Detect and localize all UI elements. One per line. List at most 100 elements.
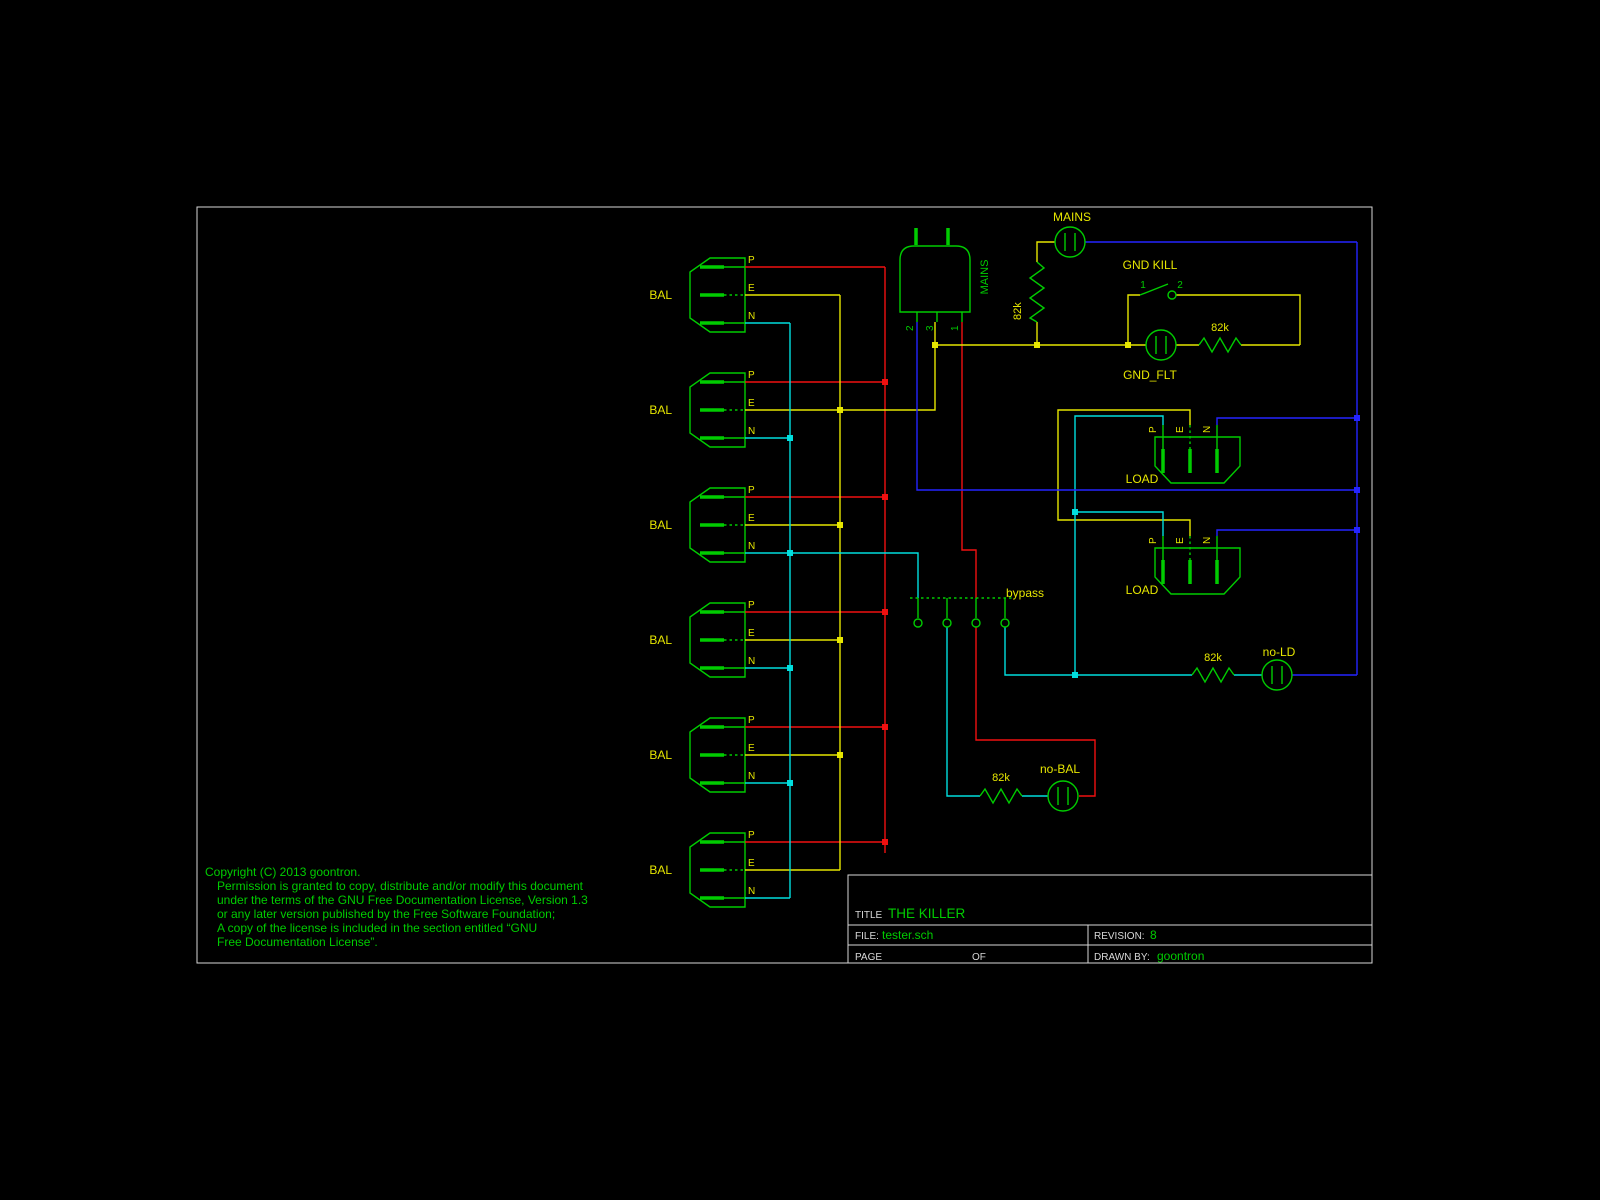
pin-label-n: N xyxy=(748,426,755,437)
pin-label-n: N xyxy=(1202,426,1213,433)
pin-label-p: P xyxy=(1148,426,1159,433)
pin-label-e: E xyxy=(1175,426,1186,433)
pin-label-e: E xyxy=(1175,537,1186,544)
copyright-notice: Copyright (C) 2013 goontron. Permission … xyxy=(205,865,588,949)
pin-label-e: E xyxy=(748,513,755,524)
copyright-line: Copyright (C) 2013 goontron. xyxy=(205,865,360,879)
junction-dots xyxy=(787,342,1360,845)
resistor-82k-gndflt: 82k xyxy=(1198,322,1242,354)
resistor-82k-mains: 82k xyxy=(1012,261,1046,323)
wires-blue xyxy=(916,241,1358,676)
file-label: FILE: xyxy=(855,931,879,942)
resistor-82k-nold: 82k xyxy=(1191,652,1235,684)
plug-live-to-bypass xyxy=(961,322,977,598)
wires-live-red xyxy=(745,266,1096,853)
bal-connector-5: BAL P E N xyxy=(649,715,755,794)
load-label: LOAD xyxy=(1126,583,1159,597)
mains-lamp: MAINS xyxy=(1053,210,1091,258)
plug-refdes: MAINS xyxy=(979,260,991,295)
pin-label-p: P xyxy=(748,715,755,726)
bal-connector-symbol xyxy=(688,716,747,794)
plug-pin-1: 1 xyxy=(950,325,961,331)
drawn-by-value: goontron xyxy=(1157,949,1204,963)
pin-label-e: E xyxy=(748,283,755,294)
plug-neutral-run xyxy=(916,322,1357,491)
bal-connector-symbol xyxy=(688,371,747,449)
pin-label-e: E xyxy=(748,398,755,409)
load2-n-run xyxy=(1216,529,1357,536)
bal-connector-symbol xyxy=(688,256,747,334)
pin-label-e: E xyxy=(748,858,755,869)
pin-label-p: P xyxy=(748,830,755,841)
copyright-line: Free Documentation License”. xyxy=(217,935,378,949)
switch-blade xyxy=(1139,283,1169,296)
switch-pin-1: 1 xyxy=(1140,280,1146,291)
drawn-by-label: DRAWN BY: xyxy=(1094,952,1150,963)
mains-lamp-label: MAINS xyxy=(1053,210,1091,224)
neutral-to-bypass xyxy=(790,552,919,598)
bypass-label: bypass xyxy=(1006,586,1044,600)
wires-neutral-cyan xyxy=(745,322,1262,899)
plug-body xyxy=(899,245,971,313)
pin-label-n: N xyxy=(748,656,755,667)
pin-label-n: N xyxy=(748,311,755,322)
pin-label-n: N xyxy=(748,771,755,782)
copyright-line: Permission is granted to copy, distribut… xyxy=(217,879,584,893)
bal-connector-symbol xyxy=(688,601,747,679)
earth-to-plug xyxy=(840,322,936,411)
bal-connector-symbol xyxy=(688,831,747,909)
load-connector-symbol xyxy=(1153,534,1242,596)
bal-connector-2: BAL P E N xyxy=(649,370,755,449)
no-ld-label: no-LD xyxy=(1263,645,1296,659)
gnd-kill-in xyxy=(1127,294,1140,345)
revision-label: REVISION: xyxy=(1094,931,1145,942)
gnd-kill-switch: 1 2 GND KILL xyxy=(1123,258,1183,300)
resistor-value: 82k xyxy=(992,772,1010,784)
resistor-value: 82k xyxy=(1211,322,1229,334)
bypass-to-nobal-lamp xyxy=(975,627,1096,797)
bal-label: BAL xyxy=(649,288,672,302)
load-connector-2: P E N LOAD xyxy=(1126,534,1242,597)
wires-earth-yellow xyxy=(745,241,1301,871)
pin-label-p: P xyxy=(748,600,755,611)
load1-n-run xyxy=(1216,417,1357,425)
bypass-to-nold-resistor xyxy=(1004,627,1192,676)
title-block: TITLE THE KILLER FILE: tester.sch REVISI… xyxy=(847,874,1373,964)
pin-label-e: E xyxy=(748,628,755,639)
bal-label: BAL xyxy=(649,633,672,647)
bal-connector-symbol xyxy=(688,486,747,564)
switch-pin-2: 2 xyxy=(1177,280,1183,291)
revision-value: 8 xyxy=(1150,928,1157,942)
pin-label-n: N xyxy=(1202,537,1213,544)
switch-contact xyxy=(1167,290,1177,300)
schematic-border xyxy=(196,206,1373,964)
file-name: tester.sch xyxy=(882,928,933,942)
pin-label-p: P xyxy=(748,485,755,496)
no-bal-lamp: no-BAL xyxy=(1040,762,1080,812)
pin-label-n: N xyxy=(748,886,755,897)
bypass-switch: bypass xyxy=(910,586,1044,628)
resistor-value: 82k xyxy=(1012,302,1024,320)
bal-label: BAL xyxy=(649,748,672,762)
no-bal-label: no-BAL xyxy=(1040,762,1080,776)
of-label: OF xyxy=(972,952,986,963)
mains-plug: 2 3 1 MAINS xyxy=(899,228,991,331)
load-label: LOAD xyxy=(1126,472,1159,486)
plug-pin-3: 3 xyxy=(925,325,936,331)
bal-label: BAL xyxy=(649,518,672,532)
copyright-line: or any later version published by the Fr… xyxy=(217,907,555,921)
copyright-line: under the terms of the GNU Free Document… xyxy=(217,893,588,907)
bypass-to-nobal-resistor xyxy=(946,627,980,797)
gnd-flt-lamp: GND_FLT xyxy=(1123,329,1178,382)
load-connector-symbol xyxy=(1153,423,1242,485)
pin-label-p: P xyxy=(748,370,755,381)
plug-pin-2: 2 xyxy=(905,325,916,331)
bal-connector-4: BAL P E N xyxy=(649,600,755,679)
bal-connector-6: BAL P E N xyxy=(649,830,755,909)
load-connector-1: P E N LOAD xyxy=(1126,423,1242,486)
gnd-kill-label: GND KILL xyxy=(1123,258,1178,272)
bal-label: BAL xyxy=(649,403,672,417)
resistor-82k-nobal: 82k xyxy=(979,772,1023,805)
